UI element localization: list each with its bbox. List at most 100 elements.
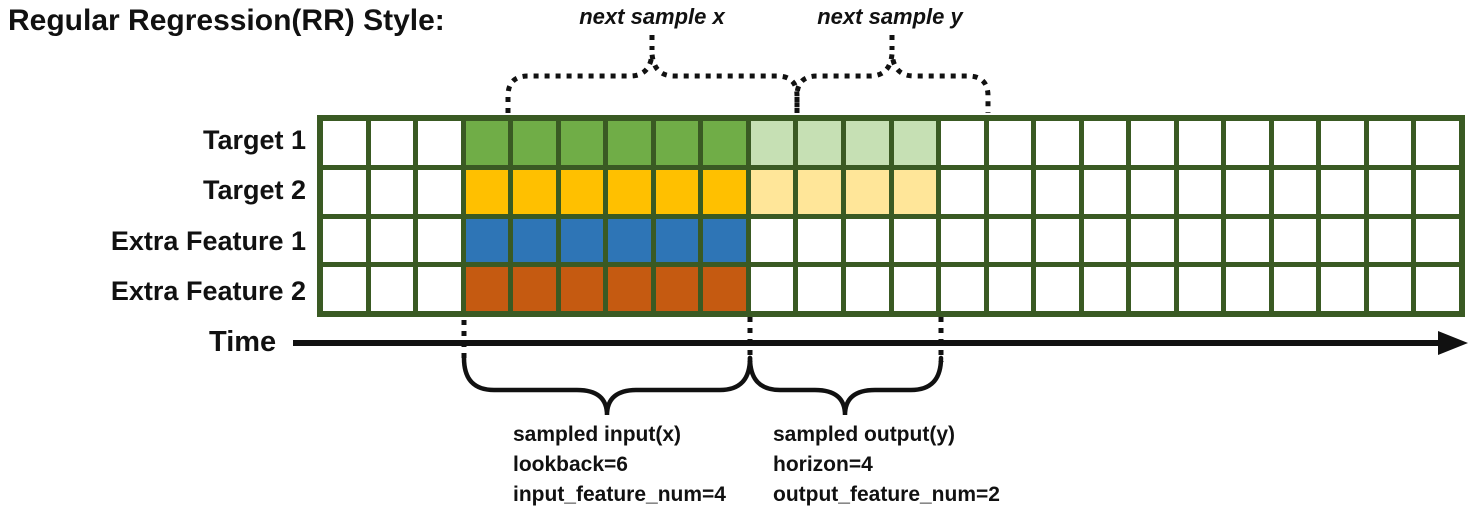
- diagram-title: Regular Regression(RR) Style:: [8, 4, 445, 37]
- grid-cell-output: [750, 121, 794, 165]
- grid-cell-empty: [1083, 267, 1127, 311]
- grid-cell-empty: [1226, 169, 1269, 214]
- grid-cell-empty: [418, 169, 461, 214]
- sampled-output-line: sampled output(y): [773, 423, 955, 446]
- grid-cell-empty: [941, 121, 984, 165]
- grid-cell-input: [560, 121, 604, 165]
- grid-cell-empty: [1416, 169, 1459, 214]
- grid-cell-empty: [1178, 169, 1222, 214]
- grid-cell-input: [608, 121, 651, 165]
- grid-cell-input: [513, 169, 556, 214]
- grid-cell-empty: [750, 218, 794, 263]
- grid-cell-input: [655, 267, 699, 311]
- grid-cell-empty: [370, 218, 414, 263]
- grid-cell-input: [465, 267, 509, 311]
- grid-cell-empty: [845, 218, 889, 263]
- grid-cell-empty: [1368, 169, 1412, 214]
- row-label-target-1: Target 1: [202, 124, 306, 155]
- grid-cell-empty: [1368, 267, 1412, 311]
- grid-cell-input: [465, 121, 509, 165]
- grid-cell-empty: [1273, 267, 1317, 311]
- grid-cell-input: [703, 218, 746, 263]
- grid-cell-input: [560, 169, 604, 214]
- grid-cell-empty: [1131, 267, 1174, 311]
- grid-cell-input: [703, 121, 746, 165]
- grid-cell-empty: [941, 267, 984, 311]
- grid-cell-input: [608, 267, 651, 311]
- grid-cell-empty: [1368, 218, 1412, 263]
- grid-cell-empty: [370, 121, 414, 165]
- grid-cell-input: [655, 218, 699, 263]
- grid-cell-empty: [323, 218, 366, 263]
- grid-cell-output: [893, 169, 937, 214]
- grid-cell-empty: [1416, 218, 1459, 263]
- grid-cell-empty: [323, 267, 366, 311]
- grid-cell-empty: [1321, 169, 1364, 214]
- grid-cell-empty: [988, 267, 1032, 311]
- sampled-output-underbrace: [747, 355, 944, 416]
- grid-cell-input: [608, 218, 651, 263]
- grid-cell-input: [560, 218, 604, 263]
- grid-cell-empty: [370, 267, 414, 311]
- grid-cell-empty: [1131, 121, 1174, 165]
- grid-cell-empty: [988, 218, 1032, 263]
- grid-cell-empty: [1083, 169, 1127, 214]
- grid-cell-empty: [1036, 169, 1079, 214]
- grid-cell-input: [513, 267, 556, 311]
- grid-cell-input: [703, 267, 746, 311]
- grid-cell-empty: [1226, 267, 1269, 311]
- grid-cell-empty: [1273, 169, 1317, 214]
- row-label-extra-feature-1: Extra Feature 1: [110, 225, 306, 256]
- grid-cell-empty: [1321, 267, 1364, 311]
- grid-cell-empty: [893, 218, 937, 263]
- grid-cell-empty: [1416, 267, 1459, 311]
- time-axis-label: Time: [209, 326, 277, 358]
- grid-cell-empty: [1273, 218, 1317, 263]
- lookback-line: lookback=6: [513, 453, 628, 476]
- grid-cell-output: [798, 121, 841, 165]
- grid-cell-empty: [1036, 218, 1079, 263]
- grid-cell-empty: [1036, 267, 1079, 311]
- grid-cell-empty: [941, 169, 984, 214]
- next-sample-y-label: next sample y: [817, 4, 963, 29]
- grid-cell-input: [513, 121, 556, 165]
- row-label-extra-feature-2: Extra Feature 2: [110, 276, 306, 307]
- grid-cell-empty: [1226, 121, 1269, 165]
- grid-cell-empty: [1131, 169, 1174, 214]
- row-labels: Target 1 Target 2 Extra Feature 1 Extra Fea…: [0, 115, 306, 317]
- grid-cell-empty: [1036, 121, 1079, 165]
- grid-cell-empty: [1321, 218, 1364, 263]
- grid-cell-input: [465, 218, 509, 263]
- next-sample-y-brace: [794, 53, 991, 113]
- grid-cell-input: [608, 169, 651, 214]
- output-feature-num-line: output_feature_num=2: [773, 483, 1000, 506]
- grid-cell-empty: [893, 267, 937, 311]
- grid-cell-empty: [1226, 218, 1269, 263]
- next-sample-x-label: next sample x: [579, 4, 725, 29]
- grid-cell-empty: [418, 267, 461, 311]
- grid-cell-input: [560, 267, 604, 311]
- grid-cell-output: [893, 121, 937, 165]
- grid-cell-input: [513, 218, 556, 263]
- grid-cell-empty: [750, 267, 794, 311]
- grid-cell-empty: [418, 218, 461, 263]
- sampled-output-annotation: sampled output(y) horizon=4 output_featu…: [773, 420, 1000, 510]
- sample-grid: [317, 115, 1465, 317]
- row-label-target-2: Target 2: [202, 175, 306, 206]
- grid-cell-input: [465, 169, 509, 214]
- horizon-line: horizon=4: [773, 453, 873, 476]
- grid-cell-empty: [370, 169, 414, 214]
- sampled-input-line: sampled input(x): [513, 423, 682, 446]
- grid-cell-empty: [1178, 218, 1222, 263]
- grid-cell-empty: [941, 218, 984, 263]
- grid-cell-empty: [988, 121, 1032, 165]
- next-sample-x-brace: [505, 53, 800, 113]
- sampled-input-underbrace: [461, 355, 753, 416]
- grid-cell-empty: [1273, 121, 1317, 165]
- sampled-input-annotation: sampled input(x) lookback=6 input_featur…: [513, 420, 726, 510]
- grid-cell-input: [655, 121, 699, 165]
- grid-cell-empty: [323, 169, 366, 214]
- grid-cell-empty: [798, 267, 841, 311]
- grid-cell-output: [750, 169, 794, 214]
